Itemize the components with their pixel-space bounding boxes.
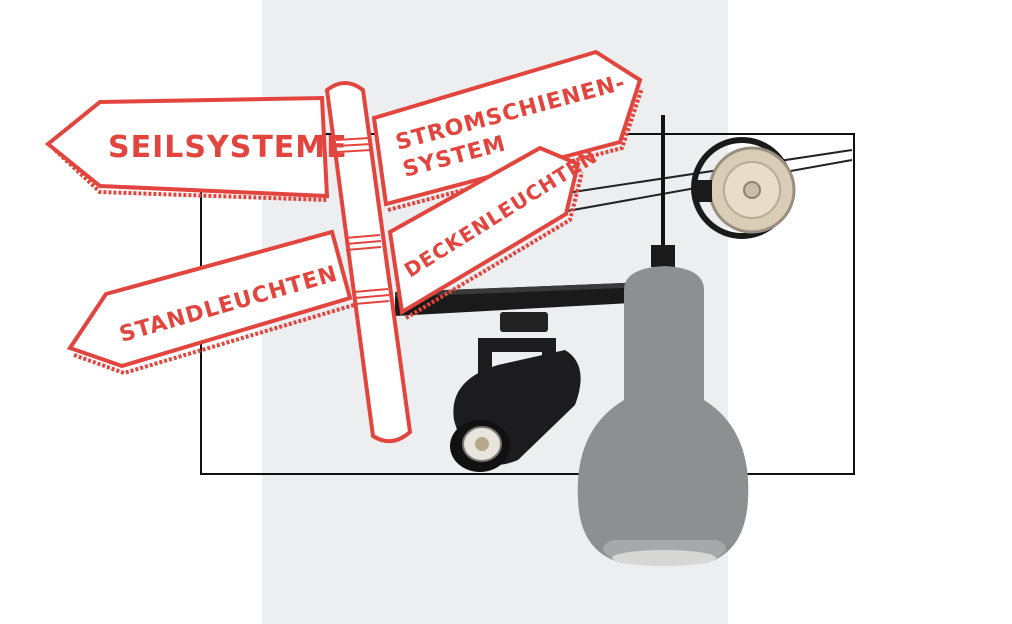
cable-light-icon bbox=[691, 137, 796, 239]
sign-standleuchten bbox=[66, 229, 355, 376]
sign-seilsysteme bbox=[44, 95, 330, 202]
track-rail bbox=[395, 282, 650, 316]
sign-deckenleuchten bbox=[387, 145, 584, 320]
track-spotlight-icon bbox=[450, 312, 581, 472]
sign-seilsysteme-label: SEILSYSTEME bbox=[108, 130, 348, 165]
concrete-pendant-lamp-icon bbox=[577, 115, 749, 566]
signpost-icon bbox=[44, 49, 644, 444]
